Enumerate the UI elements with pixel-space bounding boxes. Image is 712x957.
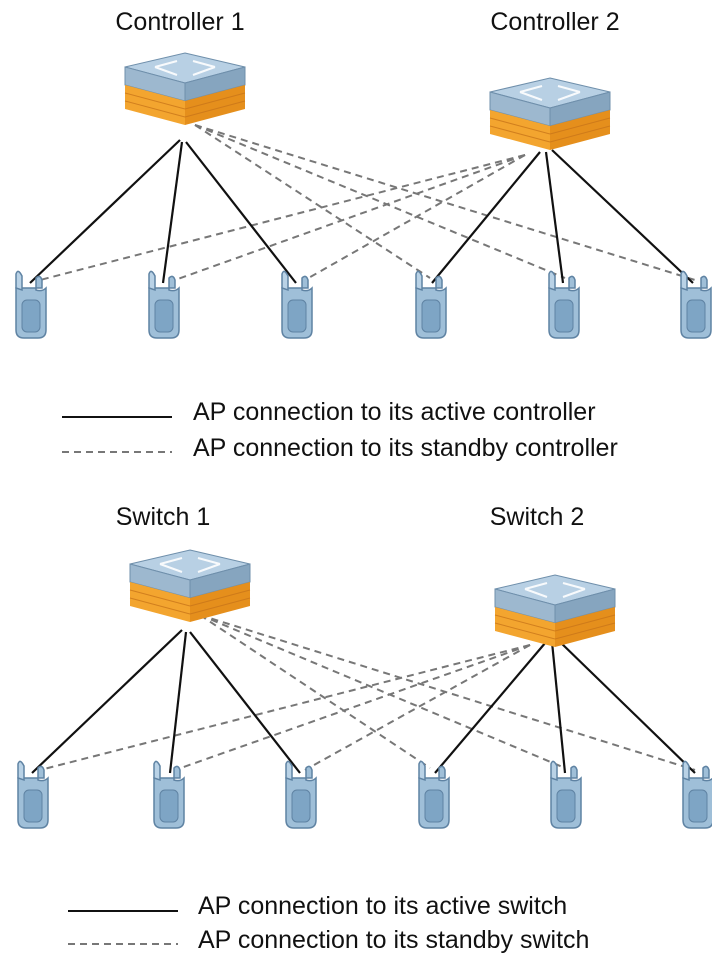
access-point-icon bbox=[281, 270, 313, 339]
top-standby-connections bbox=[39, 124, 696, 281]
top-active-connections bbox=[29, 139, 694, 284]
network-switch-icon bbox=[489, 77, 611, 151]
network-switch-icon bbox=[494, 574, 616, 648]
network-switch-icon bbox=[129, 549, 251, 623]
bottom-standby-connections bbox=[39, 614, 696, 771]
switch-2-label: Switch 2 bbox=[490, 503, 584, 531]
top-diagram: Controller 1 Controller 2 AP connection … bbox=[15, 8, 712, 462]
access-point-icon bbox=[418, 760, 450, 829]
bottom-active-connections bbox=[31, 629, 696, 774]
legend-standby-label: AP connection to its standby controller bbox=[193, 434, 618, 462]
controller-2-label: Controller 2 bbox=[490, 8, 619, 36]
legend-active-label: AP connection to its active controller bbox=[193, 398, 596, 426]
access-point-icon bbox=[415, 270, 447, 339]
access-point-icon bbox=[153, 760, 185, 829]
access-point-icon bbox=[680, 270, 712, 339]
bottom-diagram: Switch 1 Switch 2 AP connection to its a… bbox=[17, 503, 712, 954]
network-switch-icon bbox=[124, 52, 246, 126]
bottom-legend: AP connection to its active switch AP co… bbox=[68, 892, 589, 954]
switch-1-label: Switch 1 bbox=[116, 503, 210, 531]
access-point-icon bbox=[285, 760, 317, 829]
top-legend: AP connection to its active controller A… bbox=[62, 398, 618, 462]
controller-1-label: Controller 1 bbox=[115, 8, 244, 36]
access-point-icon bbox=[548, 270, 580, 339]
access-point-icon bbox=[682, 760, 712, 829]
legend-standby-label: AP connection to its standby switch bbox=[198, 926, 589, 954]
access-point-icon bbox=[550, 760, 582, 829]
legend-active-label: AP connection to its active switch bbox=[198, 892, 567, 920]
